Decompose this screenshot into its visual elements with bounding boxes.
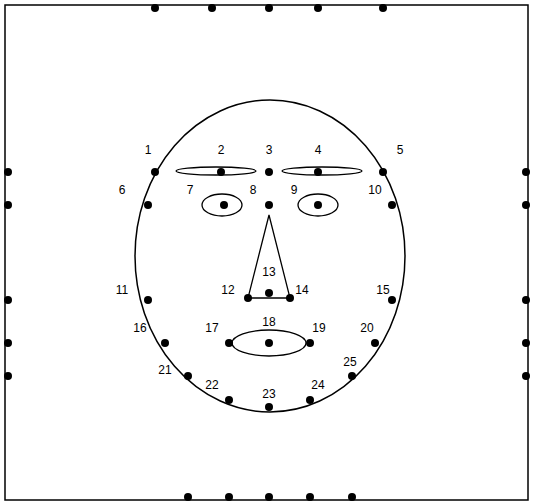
callout-number: 7: [187, 184, 194, 196]
border-dots: [4, 4, 530, 501]
callout-number: 14: [295, 284, 308, 296]
callout-number: 16: [133, 322, 146, 334]
mouth: [232, 330, 306, 356]
nose: [248, 215, 290, 298]
frame: [5, 5, 528, 500]
callout-number: 23: [262, 388, 275, 400]
callout-number: 19: [312, 322, 325, 334]
callout-number: 25: [343, 356, 356, 368]
callout-number: 11: [116, 284, 128, 296]
eye: [202, 194, 242, 216]
callout-number: 10: [368, 184, 381, 196]
callout-number: 6: [119, 184, 126, 196]
callout-number: 22: [205, 379, 218, 391]
callout-number: 9: [291, 184, 298, 196]
callout-number: 24: [311, 379, 324, 391]
callout-number: 8: [250, 184, 257, 196]
callout-number: 4: [315, 144, 322, 156]
callout-number: 21: [158, 364, 171, 376]
face-outline: [135, 100, 405, 412]
callout-number: 3: [266, 144, 273, 156]
eyebrow: [282, 167, 362, 175]
callout-number: 13: [262, 266, 275, 278]
callout-number: 18: [262, 316, 275, 328]
callout-number: 2: [218, 144, 225, 156]
callout-number: 12: [221, 284, 234, 296]
eyebrow: [176, 167, 256, 175]
callout-number: 15: [376, 284, 389, 296]
callout-number: 5: [397, 144, 404, 156]
callout-number: 1: [145, 144, 152, 156]
landmark-dots: [144, 168, 396, 411]
eye: [298, 194, 338, 216]
callout-number: 17: [205, 322, 218, 334]
callout-number: 20: [360, 322, 373, 334]
